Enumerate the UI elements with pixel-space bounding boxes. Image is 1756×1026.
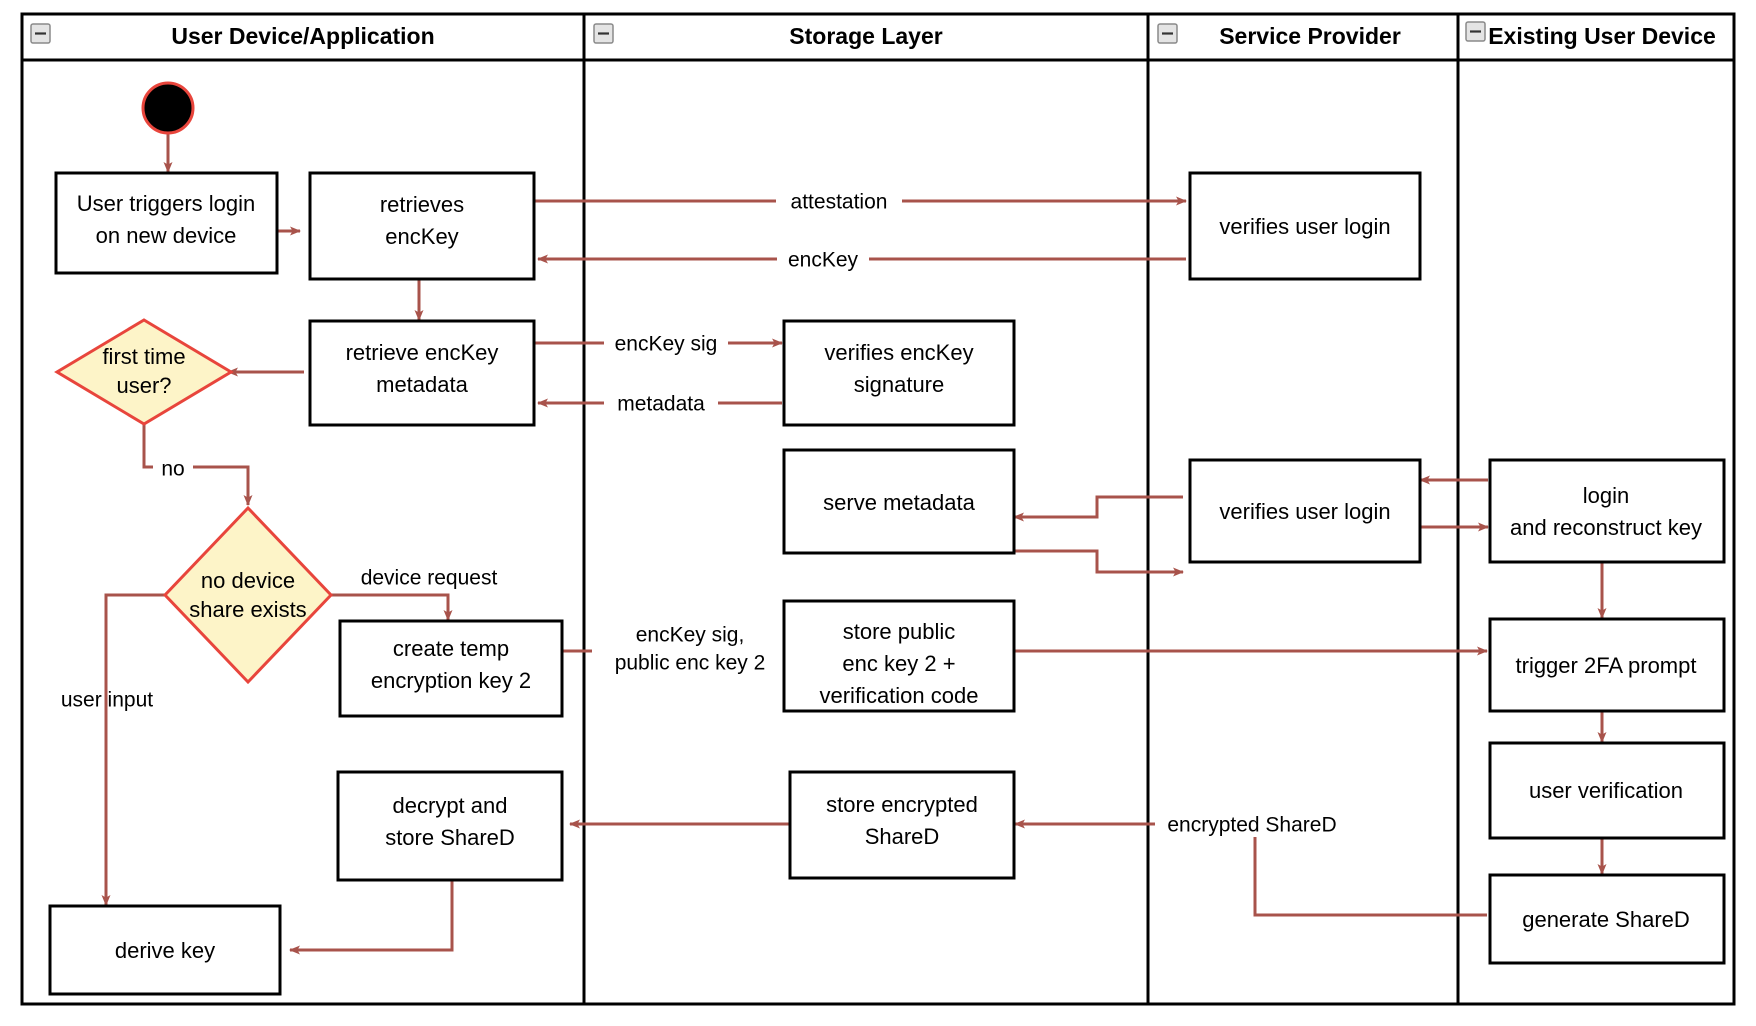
edge-decrypt-to-derive — [289, 880, 454, 955]
node-first-time-user[interactable]: first time user? — [54, 318, 234, 426]
node-label-line2: and reconstruct key — [1510, 515, 1702, 540]
edge-label-no: no — [161, 457, 184, 480]
lane-header-storage-layer[interactable]: Storage Layer — [593, 23, 943, 49]
node-store-encrypted-shared[interactable]: store encrypted ShareD — [788, 770, 1016, 880]
node-retrieves-enckey[interactable]: retrieves encKey — [308, 171, 536, 281]
lane-header-user-device[interactable]: User Device/Application — [30, 23, 435, 49]
node-label-line2: encKey — [385, 224, 458, 249]
edge-label-device-request: device request — [361, 566, 498, 589]
node-label-line2: metadata — [376, 372, 468, 397]
collapse-minus-icon-service-provider[interactable] — [1157, 23, 1178, 44]
node-label-line2: user? — [116, 373, 171, 398]
edge-label-enckey-sig-public-line2: public enc key 2 — [615, 651, 766, 674]
edge-label-enckey-sig-public-line1: encKey sig, — [636, 623, 745, 646]
edge-label-enckey: encKey — [788, 248, 859, 271]
node-user-verification[interactable]: user verification — [1488, 741, 1726, 840]
node-derive-key[interactable]: derive key — [48, 904, 282, 996]
edge-user-input — [101, 593, 166, 906]
collapse-minus-icon-user-device[interactable] — [30, 23, 51, 44]
swimlane-outer-border — [20, 12, 1736, 1006]
lane-title-service-provider: Service Provider — [1219, 23, 1401, 49]
node-verifies-enckey-signature[interactable]: verifies encKey signature — [782, 319, 1016, 427]
node-serve-metadata[interactable]: serve metadata — [782, 448, 1016, 555]
edge-label-user-input: user input — [61, 688, 153, 711]
edge-encrypted-shared — [1014, 819, 1487, 917]
node-user-triggers-login[interactable]: User triggers login on new device — [54, 171, 279, 275]
edge-servemeta-to-verify — [1014, 549, 1184, 577]
lane-title-existing-user-device: Existing User Device — [1488, 23, 1716, 49]
lane-title-storage-layer: Storage Layer — [789, 23, 942, 49]
collapse-minus-icon-storage-layer[interactable] — [593, 23, 614, 44]
node-decrypt-and-store-shared[interactable]: decrypt and store ShareD — [336, 770, 564, 882]
node-trigger-2fa-prompt[interactable]: trigger 2FA prompt — [1488, 617, 1726, 713]
node-label-line1: trigger 2FA prompt — [1516, 653, 1697, 678]
node-label-line1: derive key — [115, 938, 215, 963]
edge-label-layer: attestation encKey encKey sig metadata n… — [61, 186, 1349, 837]
node-label-line3: verification code — [820, 683, 979, 708]
node-label-line2: encryption key 2 — [371, 668, 531, 693]
node-label-line2: share exists — [189, 597, 306, 622]
edge-no-branch — [142, 423, 253, 506]
lane-header-service-provider[interactable]: Service Provider — [1157, 23, 1401, 49]
node-verifies-user-login-1[interactable]: verifies user login — [1188, 171, 1422, 281]
edge-verify-to-servemeta — [1013, 495, 1183, 522]
node-label-line2: store ShareD — [385, 825, 515, 850]
edge-label-encrypted-shared: encrypted ShareD — [1167, 813, 1336, 836]
edge-label-enckey-sig: encKey sig — [615, 332, 718, 355]
node-label-line1: first time — [102, 344, 185, 369]
node-label-line1: verifies user login — [1219, 214, 1390, 239]
node-label-line1: retrieves — [380, 192, 464, 217]
node-label-line2: signature — [854, 372, 945, 397]
node-label-line1: verifies encKey — [824, 340, 973, 365]
node-label-line1: store encrypted — [826, 792, 978, 817]
node-create-temp-encryption-key-2[interactable]: create temp encryption key 2 — [338, 619, 564, 718]
node-verifies-user-login-2[interactable]: verifies user login — [1188, 458, 1422, 564]
edge-label-metadata: metadata — [617, 392, 705, 415]
node-label-line1: verifies user login — [1219, 499, 1390, 524]
node-label-line1: generate ShareD — [1522, 907, 1690, 932]
node-label-line1: retrieve encKey — [346, 340, 499, 365]
node-label-line1: no device — [201, 568, 295, 593]
node-label-line1: create temp — [393, 636, 509, 661]
lane-header-existing-user-device[interactable]: Existing User Device — [1465, 21, 1716, 49]
node-label-line2: on new device — [96, 223, 237, 248]
node-label-line1: decrypt and — [393, 793, 508, 818]
node-label-line1: login — [1583, 483, 1629, 508]
node-label-line2: ShareD — [865, 824, 940, 849]
node-login-and-reconstruct-key[interactable]: login and reconstruct key — [1488, 458, 1726, 564]
node-store-public-enc-key-2[interactable]: store public enc key 2 + verification co… — [782, 599, 1016, 713]
swimlane-grid — [20, 12, 1736, 1006]
node-label-line2: enc key 2 + — [842, 651, 955, 676]
collapse-minus-icon-existing-user-device[interactable] — [1465, 21, 1486, 42]
start-node-circle — [141, 81, 195, 135]
node-retrieve-enckey-metadata[interactable]: retrieve encKey metadata — [308, 319, 536, 427]
edge-device-request — [330, 593, 453, 621]
node-generate-shared[interactable]: generate ShareD — [1488, 873, 1726, 965]
node-label-line1: serve metadata — [823, 490, 975, 515]
node-no-device-share-exists[interactable]: no device share exists — [162, 505, 334, 685]
lane-title-user-device: User Device/Application — [171, 23, 434, 49]
edge-label-attestation: attestation — [791, 190, 888, 213]
node-label-line1: user verification — [1529, 778, 1683, 803]
node-label-line1: store public — [843, 619, 956, 644]
node-label-line1: User triggers login — [77, 191, 256, 216]
start-node[interactable] — [141, 81, 195, 135]
